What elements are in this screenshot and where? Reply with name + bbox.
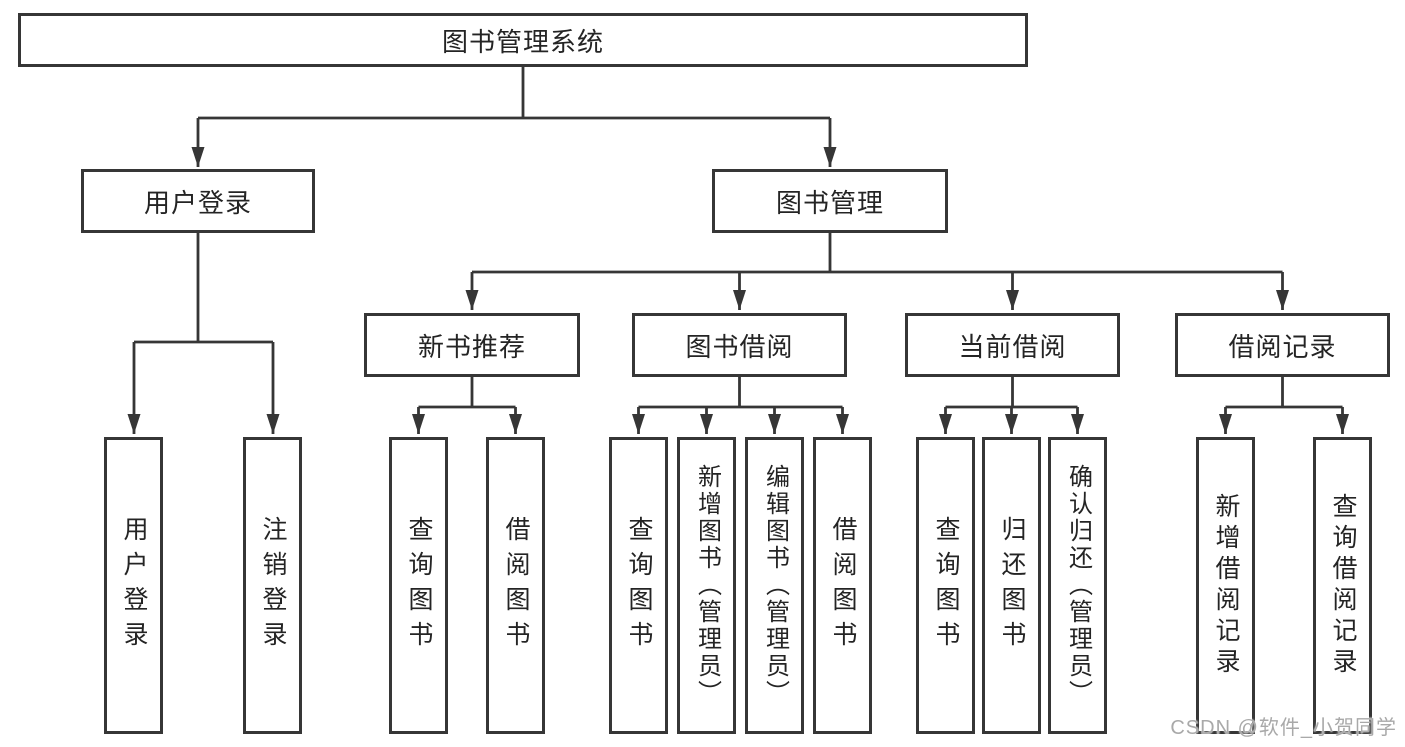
leaf-label: 借阅图书 bbox=[829, 515, 857, 656]
leaf-node-query-books-1: 查询图书 bbox=[389, 437, 448, 734]
leaf-node-edit-books-admin: 编辑图书（管理员） bbox=[745, 437, 804, 734]
leaf-node-logout: 注销登录 bbox=[243, 437, 302, 734]
watermark: CSDN @软件_小贺同学 bbox=[1170, 717, 1397, 739]
leaf-label: 借阅图书 bbox=[502, 515, 530, 656]
leaf-label: 新增借阅记录 bbox=[1212, 492, 1240, 679]
node-book-management: 图书管理 bbox=[712, 169, 948, 233]
leaf-label: 查询图书 bbox=[625, 515, 653, 656]
leaf-node-add-borrow-record: 新增借阅记录 bbox=[1196, 437, 1255, 734]
node-root-label: 图书管理系统 bbox=[441, 26, 604, 57]
leaf-node-borrow-books-2: 借阅图书 bbox=[813, 437, 872, 734]
leaf-label: 查询借阅记录 bbox=[1329, 492, 1357, 679]
leaf-node-borrow-books-1: 借阅图书 bbox=[486, 437, 545, 734]
node-book-borrow-label: 图书借阅 bbox=[685, 331, 794, 362]
node-borrow-record: 借阅记录 bbox=[1175, 313, 1390, 377]
leaf-label: 用户登录 bbox=[120, 515, 148, 656]
node-book-borrow: 图书借阅 bbox=[632, 313, 847, 377]
leaf-label: 新增图书（管理员） bbox=[693, 464, 721, 707]
leaf-node-add-books-admin: 新增图书（管理员） bbox=[677, 437, 736, 734]
leaf-node-user-login: 用户登录 bbox=[104, 437, 163, 734]
leaf-label: 编辑图书（管理员） bbox=[761, 464, 789, 707]
leaf-node-confirm-return-admin: 确认归还（管理员） bbox=[1048, 437, 1107, 734]
node-book-management-label: 图书管理 bbox=[775, 187, 884, 218]
node-user-login: 用户登录 bbox=[81, 169, 315, 233]
node-new-book-recommend-label: 新书推荐 bbox=[417, 331, 526, 362]
node-current-borrow-label: 当前借阅 bbox=[958, 331, 1067, 362]
node-new-book-recommend: 新书推荐 bbox=[364, 313, 580, 377]
node-root: 图书管理系统 bbox=[18, 13, 1028, 67]
node-borrow-record-label: 借阅记录 bbox=[1228, 331, 1337, 362]
leaf-node-query-books-2: 查询图书 bbox=[609, 437, 668, 734]
leaf-node-query-borrow-record: 查询借阅记录 bbox=[1313, 437, 1372, 734]
leaf-node-return-books: 归还图书 bbox=[982, 437, 1041, 734]
leaf-label: 确认归还（管理员） bbox=[1064, 464, 1092, 707]
leaf-label: 查询图书 bbox=[405, 515, 433, 656]
node-user-login-label: 用户登录 bbox=[143, 187, 252, 218]
leaf-node-query-books-3: 查询图书 bbox=[916, 437, 975, 734]
leaf-label: 归还图书 bbox=[998, 515, 1026, 656]
leaf-label: 注销登录 bbox=[259, 515, 287, 656]
leaf-label: 查询图书 bbox=[932, 515, 960, 656]
node-current-borrow: 当前借阅 bbox=[905, 313, 1120, 377]
